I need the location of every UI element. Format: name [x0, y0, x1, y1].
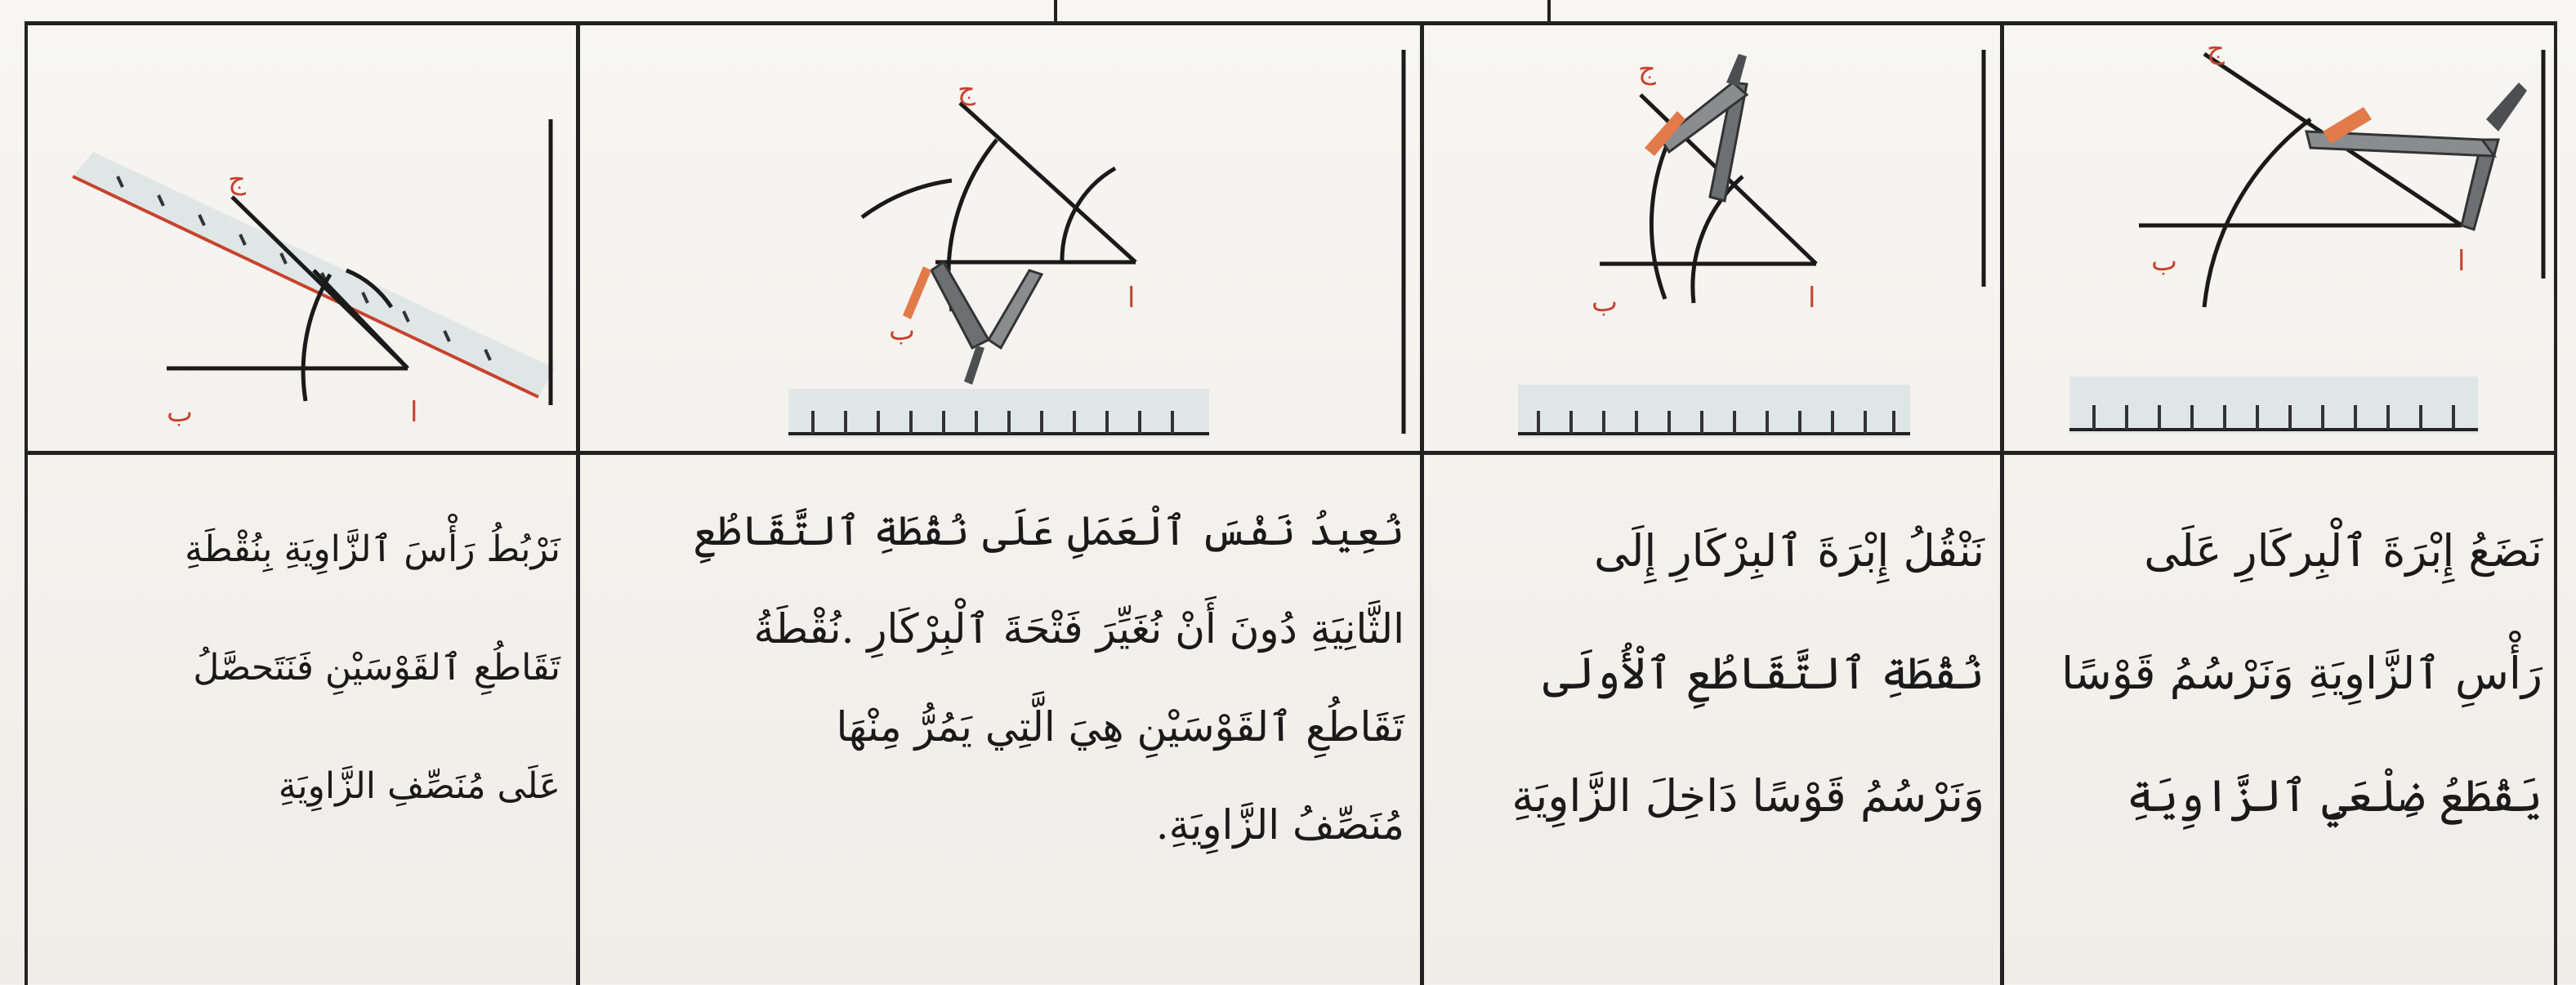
column-divider	[576, 21, 580, 985]
angle-figure	[1600, 93, 1818, 304]
step3-line-1: نُعِيدُ نَفْسَ ٱلْعَمَلِ عَلَى نُقْطَةِ …	[693, 507, 1404, 555]
step2-line-2: نُقْطَةِ ٱلتَّقَاطُعِ ٱلْأُولَى	[1542, 648, 1984, 699]
vertex-label-a: ا	[2458, 245, 2465, 278]
ruler-image	[788, 389, 1209, 438]
vertex-label-b: ب	[167, 396, 193, 429]
steps-table	[25, 21, 2557, 985]
step4-figure: ج ب ا	[28, 25, 572, 450]
step2-text: نَنْقُلُ إِبْرَةَ ٱلبِرْكَارِ إِلَى نُقْ…	[1424, 457, 1996, 980]
vertex-label-c: ج	[958, 74, 975, 106]
compass-image	[903, 260, 1044, 385]
step3-line-2: الثَّانِيَةِ دُونَ أَنْ نُغَيِّرَ فَتْحَ…	[753, 605, 1404, 653]
step4-line-2: تَقَاطُعِ ٱلقَوْسَيْنِ فَنَتَحصَّلُ	[193, 647, 560, 689]
vertex-label-b: ب	[889, 314, 915, 347]
vertex-label-a: ا	[1808, 282, 1815, 314]
column-divider	[2000, 21, 2004, 985]
step1-line-3: يَقْطَعُ ضِلْعَيِ ٱلزَّاوِيَةِ	[2127, 770, 2543, 822]
step1-text: نَضَعُ إِبْرَةَ ٱلْبِركَارِ عَلَى رَأْسِ…	[2004, 457, 2554, 980]
vertex-label-c: ج	[228, 163, 246, 196]
angle-figure	[2139, 51, 2463, 308]
step3-text: نُعِيدُ نَفْسَ ٱلْعَمَلِ عَلَى نُقْطَةِ …	[580, 457, 1416, 980]
step4-text: نَرْبُطُ رَأْسَ ٱلزَّاوِيَةِ بِنُقْطَةِ …	[28, 457, 572, 980]
vertex-label-b: ب	[1592, 286, 1618, 319]
angle-figure	[860, 101, 1137, 312]
step4-line-3: عَلَى مُنَصِّفِ الزَّاوِيَةِ	[278, 765, 560, 807]
vertex-label-c: ج	[2207, 33, 2225, 65]
step3-figure: ج ب ا	[580, 25, 1416, 450]
step2-figure: ج ب ا	[1424, 25, 1996, 450]
step3-line-3: تَقَاطُعِ ٱلقَوْسَيْنِ هِيَ الَّتِي يَمُ…	[836, 703, 1404, 751]
row-divider	[25, 451, 2557, 455]
ruler-image	[1518, 385, 1910, 438]
angle-figure	[167, 195, 409, 402]
compass-image	[2305, 82, 2527, 231]
vertex-label-a: ا	[410, 396, 417, 429]
step3-line-4: مُنَصِّفُ الزَّاوِيَةِ.	[1155, 801, 1404, 849]
column-divider	[1420, 21, 1424, 985]
vertex-label-a: ا	[1127, 282, 1135, 314]
step1-line-2: رَأْسِ ٱلزَّاوِيَةِ وَنَرْسُمُ قَوْسًا	[2061, 648, 2543, 699]
vertex-label-c: ج	[1638, 53, 1656, 86]
step2-line-1: نَنْقُلُ إِبْرَةَ ٱلبِرْكَارِ إِلَى	[1593, 525, 1984, 577]
ruler-image	[2069, 377, 2478, 434]
step2-line-3: وَنَرْسُمُ قَوْسًا دَاخِلَ الزَّاوِيَةِ	[1511, 770, 1984, 822]
step1-line-1: نَضَعُ إِبْرَةَ ٱلْبِركَارِ عَلَى	[2144, 525, 2543, 577]
compass-image	[1645, 54, 1749, 203]
vertex-label-b: ب	[2151, 245, 2177, 278]
step1-figure: ج ب ا	[2004, 25, 2554, 450]
step4-line-1: نَرْبُطُ رَأْسَ ٱلزَّاوِيَةِ بِنُقْطَةِ	[185, 528, 560, 570]
